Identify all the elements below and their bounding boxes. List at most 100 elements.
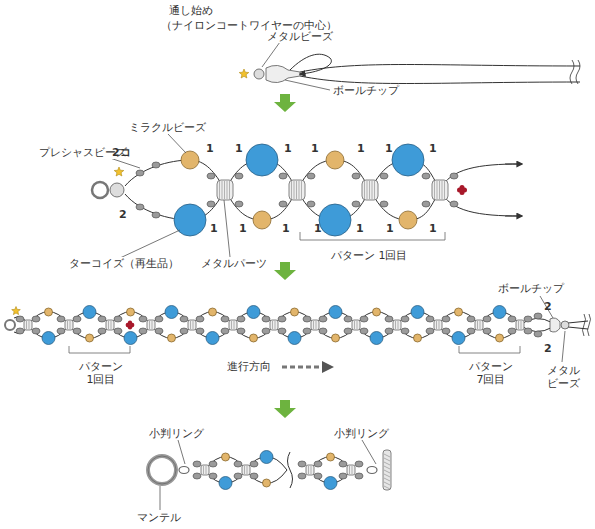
metal-part-stripe [193, 321, 194, 329]
precious-bead [180, 316, 188, 322]
callout-number: 1 [234, 142, 244, 155]
precious-bead [136, 204, 144, 210]
miracle-bead [332, 334, 340, 342]
precious-bead [32, 328, 40, 334]
precious-bead [303, 328, 311, 334]
metal-part-stripe [26, 321, 27, 329]
precious-bead [139, 328, 147, 334]
part-label: ミラクルビーズ [128, 121, 207, 134]
precious-bead [534, 331, 542, 337]
precious-bead [16, 316, 24, 322]
toggle-bar-twist [384, 466, 390, 469]
miracle-bead [327, 453, 335, 461]
precious-bead [196, 316, 204, 322]
miracle-bead [222, 453, 230, 461]
metal-part-stripe [149, 321, 150, 329]
metal-part-stripe [518, 321, 519, 329]
break-mark [288, 452, 293, 488]
precious-bead [422, 173, 430, 179]
precious-bead [385, 328, 393, 334]
part-label: 通し始め [168, 4, 214, 17]
turquoise-bead [124, 332, 137, 345]
callout-number: 1 [238, 222, 248, 235]
precious-bead [193, 461, 201, 467]
metal-part-stripe [299, 181, 300, 199]
precious-bead [136, 170, 144, 176]
metal-part-stripe [296, 181, 297, 199]
part-label: 小判リング [148, 427, 205, 440]
metal-part [362, 180, 378, 200]
toggle-bar-twist [384, 474, 390, 477]
precious-bead [401, 328, 409, 334]
metal-part-stripe [224, 181, 225, 199]
metal-part-stripe [395, 321, 396, 329]
precious-bead [279, 173, 287, 179]
metal-part [516, 320, 524, 330]
miracle-bead [45, 308, 53, 316]
metal-part-stripe [227, 181, 228, 199]
precious-bead [16, 328, 24, 334]
precious-bead [234, 473, 242, 479]
metal-part-stripe [152, 321, 153, 329]
toggle-bar-twist [384, 478, 390, 481]
turquoise-bead [329, 306, 342, 319]
clover-mark [457, 188, 462, 193]
metal-part-stripe [436, 321, 437, 329]
ball-chip [550, 318, 560, 332]
callout-number: 1 [355, 222, 365, 235]
metal-part-stripe [354, 321, 355, 329]
precious-bead [344, 316, 352, 322]
metal-part-stripe [480, 321, 481, 329]
toggle-bar-twist [384, 482, 390, 485]
metal-part-stripe [301, 181, 302, 199]
metal-part-stripe [222, 181, 223, 199]
metal-part-stripe [234, 321, 235, 329]
turquoise-bead [246, 144, 278, 176]
turquoise-bead [83, 306, 96, 319]
part-label: パターン 7回目 [462, 360, 520, 386]
turquoise-bead [42, 332, 55, 345]
metal-part [475, 320, 483, 330]
precious-bead [196, 328, 204, 334]
metal-part-stripe [311, 466, 312, 474]
precious-bead [139, 316, 147, 322]
start-star [239, 69, 249, 78]
precious-bead [193, 473, 201, 479]
precious-bead [298, 473, 306, 479]
metal-part-stripe [349, 466, 350, 474]
precious-bead [442, 316, 450, 322]
part-label: ボールチップ [332, 84, 400, 97]
part-label: ターコイズ（再生品） [68, 257, 180, 270]
precious-bead [534, 313, 542, 319]
part-label: パターン 1回目 [72, 360, 130, 386]
start-star [12, 307, 21, 315]
turquoise-bead [260, 451, 273, 464]
callout-number: 1 [283, 142, 293, 155]
metal-part-stripe [272, 321, 273, 329]
precious-bead [298, 461, 306, 467]
metal-part [24, 320, 32, 330]
callout-number: 1 [428, 142, 438, 155]
precious-bead [207, 173, 215, 179]
oval-ring [367, 467, 377, 474]
miracle-bead [127, 308, 135, 316]
metal-part-stripe [229, 181, 230, 199]
turquoise-bead [174, 204, 206, 236]
precious-bead [380, 201, 388, 207]
precious-bead [339, 473, 347, 479]
turquoise-bead [165, 306, 178, 319]
metal-part-stripe [521, 321, 522, 329]
precious-bead [279, 201, 287, 207]
precious-bead [57, 316, 65, 322]
precious-bead [508, 328, 516, 334]
turquoise-bead [452, 332, 465, 345]
precious-bead [221, 316, 229, 322]
precious-bead [344, 328, 352, 334]
precious-bead [73, 316, 81, 322]
metal-part-stripe [437, 181, 438, 199]
precious-bead [235, 173, 243, 179]
metal-part-stripe [308, 466, 309, 474]
callout-number: 1 [356, 142, 366, 155]
metal-part-stripe [111, 321, 112, 329]
